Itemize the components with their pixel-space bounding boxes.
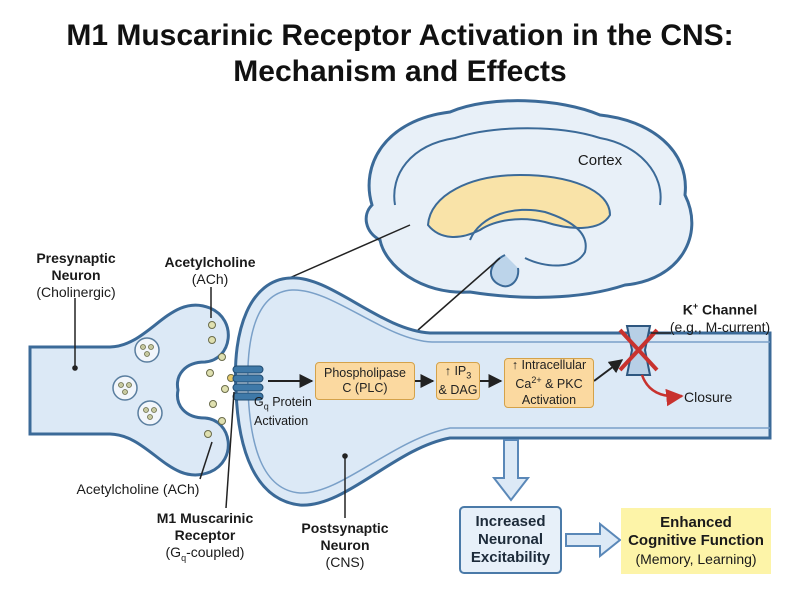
title-line-2: Mechanism and Effects (233, 55, 567, 88)
k-sub: (e.g., M-current) (669, 318, 771, 335)
vesicles (112, 337, 163, 426)
box-ca-pkc: ↑ Intracellular Ca2+ & PKC Activation (504, 358, 594, 408)
excitability-line3: Excitability (470, 549, 551, 566)
gq-q: q (263, 401, 269, 412)
label-m1-title-2: Receptor (174, 527, 236, 543)
box-ip3-dag: ↑ IP3 & DAG (436, 362, 480, 400)
label-postsynaptic-sub: (CNS) (325, 554, 365, 570)
ca-pre: Ca (515, 377, 532, 392)
k-title-plus: + (692, 301, 699, 311)
label-postsynaptic: Postsynaptic Neuron (CNS) (295, 520, 395, 571)
brain-gyri (393, 127, 662, 206)
label-postsynaptic-title: Postsynaptic (301, 520, 389, 536)
m1-sub-post: -coupled) (186, 544, 245, 560)
ca-post: & PKC (541, 377, 583, 392)
ip3-line2: & DAG (438, 383, 478, 398)
k-channel (618, 325, 659, 376)
box-enhanced-cognitive: Enhanced Cognitive Function (Memory, Lea… (621, 508, 771, 574)
ca-line3: Activation (521, 392, 577, 407)
gq-rest: Protein (268, 395, 312, 409)
label-cortex: Cortex (577, 152, 623, 169)
ca-line1: ↑ Intracellular (511, 358, 587, 373)
m1-sub-pre: (G (165, 544, 182, 560)
label-presynaptic: Presynaptic Neuron (Cholinergic) (18, 250, 134, 301)
gq-g: G (254, 395, 264, 409)
zoom-line-right (417, 257, 501, 331)
label-ach-top: Acetylcholine (ACh) (155, 254, 265, 288)
ca-sup: 2+ (531, 375, 542, 386)
label-m1-title: M1 Muscarinic (156, 510, 254, 526)
cognitive-line1: Enhanced (660, 514, 732, 531)
box-plc: Phospholipase C (PLC) (315, 362, 415, 400)
gq-line2: Activation (254, 413, 309, 428)
brain-inner-fold (469, 208, 587, 267)
excitability-line2: Neuronal (477, 531, 543, 548)
arrow-closure (640, 374, 684, 407)
leader-presynaptic-dot (72, 365, 78, 371)
ip3-sub: 3 (466, 370, 472, 381)
box-increased-excitability: Increased Neuronal Excitability (459, 506, 562, 574)
title-line-1: M1 Muscarinic Receptor Activation in the… (66, 19, 734, 52)
label-presynaptic-sub: (Cholinergic) (36, 284, 116, 300)
arrow-right-cognitive (565, 521, 622, 559)
label-gq-protein: Gq Protein Activation (254, 395, 334, 428)
label-ach-top-title: Acetylcholine (164, 254, 256, 270)
diagram-title: M1 Muscarinic Receptor Activation in the… (0, 18, 800, 90)
m1-sub-q: q (181, 552, 187, 563)
label-presynaptic-title: Presynaptic (36, 250, 116, 266)
label-ach-top-sub: (ACh) (191, 271, 229, 287)
label-postsynaptic-title-2: Neuron (320, 537, 370, 553)
excitability-line1: Increased (475, 513, 546, 530)
m1-receptor (232, 365, 264, 401)
plc-line1: Phospholipase (323, 366, 406, 380)
ip3-pre: ↑ IP (444, 363, 467, 378)
arrow-down-excitability (491, 439, 531, 502)
label-closure: Closure (684, 389, 733, 405)
label-ach-bottom: Acetylcholine (ACh) (76, 481, 200, 497)
leader-postsynaptic-dot (342, 453, 348, 459)
k-title-k: K (682, 301, 693, 318)
label-presynaptic-title-2: Neuron (51, 267, 101, 283)
label-k-channel: K+ Channel (e.g., M-current) (650, 298, 790, 336)
plc-line2: C (PLC) (342, 381, 388, 395)
leader-m1 (225, 391, 235, 509)
k-title-rest: Channel (698, 301, 758, 318)
brain-illustration (364, 99, 694, 299)
ach-molecules (204, 321, 235, 438)
leader-ach-bottom (199, 441, 213, 480)
cognitive-line3: (Memory, Learning) (635, 551, 757, 567)
corpus-callosum (426, 173, 612, 238)
arrow-ca-to-channel (593, 359, 624, 382)
cognitive-line2: Cognitive Function (628, 532, 764, 549)
label-m1-sub: (Gq-coupled) (145, 544, 265, 567)
label-m1-receptor: M1 Muscarinic Receptor (Gq-coupled) (145, 510, 265, 567)
